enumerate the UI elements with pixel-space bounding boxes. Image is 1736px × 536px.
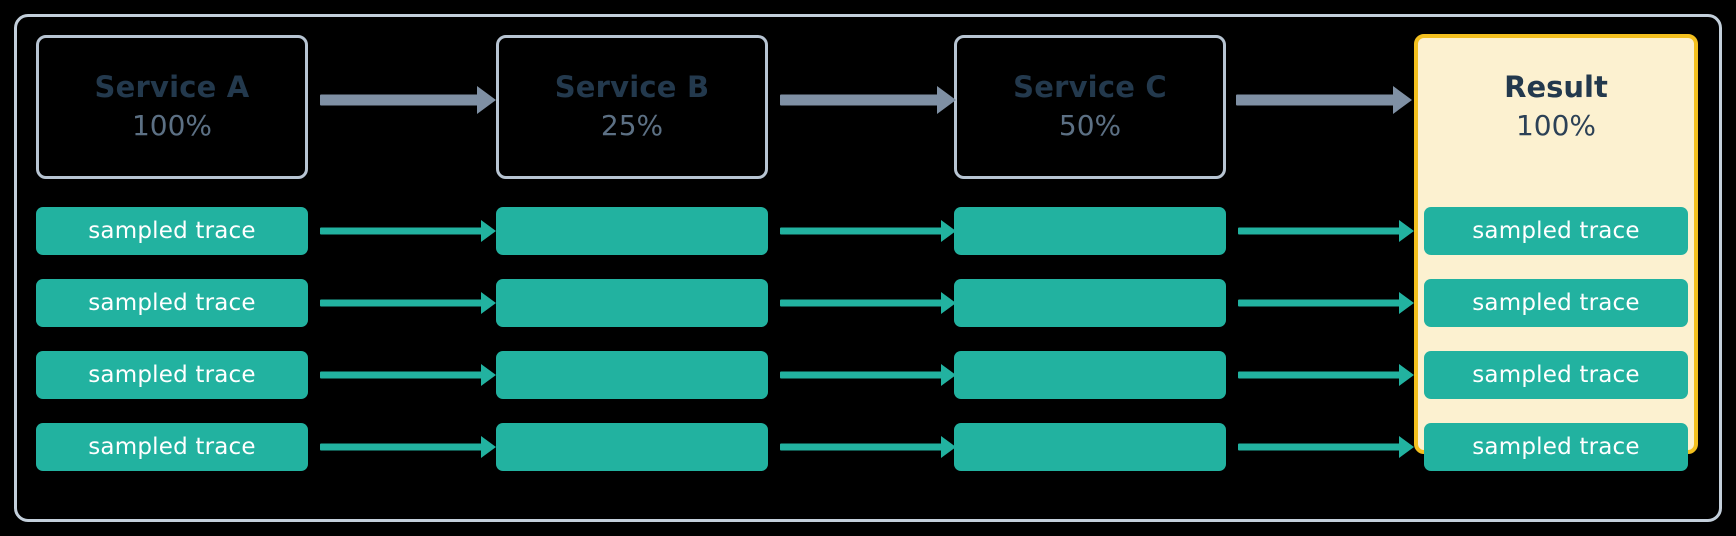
service-a-percent: 100%: [131, 109, 213, 143]
service-c-name: Service C: [1013, 69, 1167, 104]
service-b-percent: 25%: [600, 109, 664, 143]
trace-bar-label: sampled trace: [88, 218, 256, 244]
trace-arrow-row2-c-to-result: [1238, 289, 1414, 317]
trace-bar-label: sampled trace: [88, 362, 256, 388]
arrow-shaft: [1238, 371, 1400, 379]
service-a-name: Service A: [94, 69, 250, 104]
arrow-shaft: [1238, 299, 1400, 307]
trace-bar-label: sampled trace: [1472, 290, 1640, 316]
arrow-head-icon: [941, 292, 956, 314]
trace-arrow-row4-b-to-c: [780, 433, 956, 461]
arrow-shaft: [1238, 443, 1400, 451]
arrow-shaft: [320, 227, 482, 235]
trace-bar-row1-service-a[interactable]: sampled trace: [36, 207, 308, 255]
arrow-head-icon: [941, 364, 956, 386]
arrow-head-icon: [481, 364, 496, 386]
trace-bar-row3-service-b[interactable]: [496, 351, 768, 399]
service-c-percent: 50%: [1058, 109, 1122, 143]
arrow-head-icon: [1399, 436, 1414, 458]
trace-bar-label: sampled trace: [88, 290, 256, 316]
arrow-head-icon: [941, 220, 956, 242]
service-box-service-c[interactable]: Service C 50%: [954, 35, 1226, 179]
trace-bar-row4-result[interactable]: sampled trace: [1424, 423, 1688, 471]
trace-bar-row3-service-a[interactable]: sampled trace: [36, 351, 308, 399]
trace-arrow-row1-a-to-b: [320, 217, 496, 245]
arrow-shaft: [780, 94, 938, 106]
arrow-service-c-to-result: [1236, 86, 1412, 114]
trace-arrow-row3-a-to-b: [320, 361, 496, 389]
arrow-head-icon: [941, 436, 956, 458]
trace-bar-row1-result[interactable]: sampled trace: [1424, 207, 1688, 255]
trace-bar-row1-service-c[interactable]: [954, 207, 1226, 255]
arrow-head-icon: [481, 436, 496, 458]
trace-bar-label: sampled trace: [1472, 218, 1640, 244]
arrow-shaft: [780, 443, 942, 451]
trace-bar-row1-service-b[interactable]: [496, 207, 768, 255]
arrow-head-icon: [1399, 364, 1414, 386]
trace-bar-row3-result[interactable]: sampled trace: [1424, 351, 1688, 399]
result-percent: 100%: [1515, 109, 1597, 143]
trace-bar-row2-result[interactable]: sampled trace: [1424, 279, 1688, 327]
arrow-shaft: [320, 299, 482, 307]
trace-arrow-row2-b-to-c: [780, 289, 956, 317]
trace-bar-row2-service-a[interactable]: sampled trace: [36, 279, 308, 327]
arrow-head-icon: [937, 86, 956, 114]
trace-arrow-row3-c-to-result: [1238, 361, 1414, 389]
arrow-head-icon: [1399, 292, 1414, 314]
arrow-head-icon: [1393, 86, 1412, 114]
arrow-shaft: [1236, 94, 1394, 106]
arrow-service-b-to-service-c: [780, 86, 956, 114]
trace-bar-row4-service-c[interactable]: [954, 423, 1226, 471]
arrow-head-icon: [481, 220, 496, 242]
arrow-shaft: [1238, 227, 1400, 235]
trace-bar-row4-service-a[interactable]: sampled trace: [36, 423, 308, 471]
arrow-service-a-to-service-b: [320, 86, 496, 114]
trace-bar-label: sampled trace: [1472, 362, 1640, 388]
trace-arrow-row4-a-to-b: [320, 433, 496, 461]
trace-arrow-row1-c-to-result: [1238, 217, 1414, 245]
arrow-shaft: [780, 227, 942, 235]
trace-bar-label: sampled trace: [1472, 434, 1640, 460]
arrow-shaft: [320, 443, 482, 451]
service-b-name: Service B: [554, 69, 710, 104]
trace-bar-row2-service-b[interactable]: [496, 279, 768, 327]
arrow-shaft: [780, 371, 942, 379]
trace-bar-row2-service-c[interactable]: [954, 279, 1226, 327]
arrow-head-icon: [481, 292, 496, 314]
service-box-service-b[interactable]: Service B 25%: [496, 35, 768, 179]
trace-arrow-row1-b-to-c: [780, 217, 956, 245]
trace-arrow-row2-a-to-b: [320, 289, 496, 317]
arrow-shaft: [320, 371, 482, 379]
trace-bar-label: sampled trace: [88, 434, 256, 460]
arrow-head-icon: [1399, 220, 1414, 242]
result-box[interactable]: Result 100%: [1414, 35, 1698, 179]
trace-arrow-row3-b-to-c: [780, 361, 956, 389]
service-box-service-a[interactable]: Service A 100%: [36, 35, 308, 179]
arrow-shaft: [780, 299, 942, 307]
trace-bar-row3-service-c[interactable]: [954, 351, 1226, 399]
trace-bar-row4-service-b[interactable]: [496, 423, 768, 471]
arrow-head-icon: [477, 86, 496, 114]
result-name: Result: [1504, 69, 1608, 104]
trace-arrow-row4-c-to-result: [1238, 433, 1414, 461]
arrow-shaft: [320, 94, 478, 106]
